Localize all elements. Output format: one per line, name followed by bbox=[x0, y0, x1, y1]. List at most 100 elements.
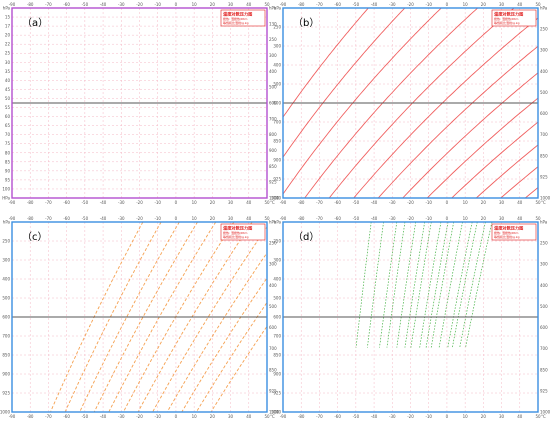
x-axis-tick-label: 50 bbox=[264, 2, 270, 7]
moist-adiabat-line bbox=[108, 222, 217, 412]
moist-adiabat-line bbox=[93, 222, 198, 412]
x-axis-tick-label: -90 bbox=[280, 2, 287, 7]
x-axis-tick-label: -90 bbox=[9, 2, 16, 7]
legend-line: 绝热: 湿绝热/Dtm bbox=[223, 16, 247, 21]
x-axis-tick-label: 50 bbox=[264, 200, 270, 205]
y-axis-tick-label: 300 bbox=[273, 258, 281, 263]
y-axis-tick-label: 1000 bbox=[269, 410, 280, 415]
x-axis-tick-label: 50 bbox=[535, 414, 541, 419]
x-axis-tick-label: -20 bbox=[136, 414, 143, 419]
panel-label: （a） bbox=[22, 17, 48, 29]
x-axis-tick-label: -30 bbox=[389, 216, 396, 221]
y-axis-tick-label: 700 bbox=[2, 334, 10, 339]
y-axis-tick-label: 500 bbox=[269, 85, 277, 90]
chart-panel-2: hPa2503004005006007008509009251000hPa250… bbox=[271, 2, 551, 205]
x-axis-tick-label: -80 bbox=[298, 2, 305, 7]
x-axis-unit: °C bbox=[541, 200, 546, 205]
y-axis-tick-label: 800 bbox=[269, 132, 277, 137]
legend-title: 温度对数压力图 bbox=[223, 11, 252, 18]
legend-title: 温度对数压力图 bbox=[494, 225, 523, 232]
y-axis-tick-label: 95 bbox=[5, 177, 11, 182]
panel-frame bbox=[282, 7, 539, 199]
moist-adiabat-line bbox=[166, 252, 267, 412]
dry-adiabat-line bbox=[283, 8, 369, 118]
y-axis-tick-label: 20 bbox=[5, 33, 11, 38]
x-axis-tick-label: -60 bbox=[334, 216, 341, 221]
x-axis-tick-label: -60 bbox=[63, 216, 70, 221]
legend-line: 等饱和比湿线/g·kg bbox=[494, 20, 520, 25]
legend-line: 绝热: 湿绝热/Dtm bbox=[223, 230, 247, 235]
y-axis-tick-label: 850 bbox=[540, 367, 548, 372]
x-axis-tick-label: -20 bbox=[407, 2, 414, 7]
x-axis-tick-label: -40 bbox=[371, 200, 378, 205]
x-axis-tick-label: -90 bbox=[280, 200, 287, 205]
x-axis-tick-label: -40 bbox=[100, 2, 107, 7]
y-axis-tick-label: hPa bbox=[274, 6, 282, 11]
x-axis-tick-label: 10 bbox=[192, 216, 198, 221]
y-axis-tick-label: 300 bbox=[540, 262, 548, 267]
y-axis-tick-label: 850 bbox=[273, 139, 281, 144]
moist-adiabat-line bbox=[137, 222, 253, 412]
dry-adiabat-line bbox=[402, 72, 538, 198]
panel-frame bbox=[282, 221, 539, 413]
x-axis-tick-label: -80 bbox=[298, 200, 305, 205]
y-axis-tick-label: 925 bbox=[269, 180, 277, 185]
y-axis-tick-label: 500 bbox=[273, 82, 281, 87]
x-axis-tick-label: -10 bbox=[154, 200, 161, 205]
y-axis-tick-label: 30 bbox=[5, 60, 11, 65]
y-axis-tick-label: 250 bbox=[269, 37, 277, 42]
legend-title: 温度对数压力图 bbox=[494, 11, 523, 18]
x-axis-tick-label: 10 bbox=[192, 200, 198, 205]
y-axis-tick-label: 925 bbox=[540, 174, 548, 179]
y-axis-tick-label: 700 bbox=[269, 116, 277, 121]
x-axis-tick-label: 40 bbox=[246, 2, 252, 7]
x-axis-tick-label: -50 bbox=[353, 216, 360, 221]
x-axis-tick-label: -30 bbox=[118, 414, 125, 419]
x-axis-tick-label: -60 bbox=[63, 200, 70, 205]
moist-adiabat-line bbox=[181, 277, 267, 412]
y-axis-tick-label: 850 bbox=[269, 164, 277, 169]
x-axis-tick-label: -90 bbox=[9, 414, 16, 419]
y-axis-tick-label: 400 bbox=[273, 63, 281, 68]
x-axis-tick-label: -50 bbox=[353, 414, 360, 419]
x-axis-unit: °C bbox=[541, 414, 546, 419]
legend-frame bbox=[220, 9, 266, 27]
x-axis-tick-label: -30 bbox=[118, 216, 125, 221]
x-axis-tick-label: -80 bbox=[27, 414, 34, 419]
x-axis-tick-label: 50 bbox=[535, 200, 541, 205]
y-axis-tick-label: 400 bbox=[540, 69, 548, 74]
y-axis-tick-label: 925 bbox=[273, 177, 281, 182]
y-axis-tick-label: 600 bbox=[2, 315, 10, 320]
panel-label: （c） bbox=[22, 231, 48, 243]
x-axis-tick-label: -60 bbox=[63, 2, 70, 7]
y-axis-tick-label: 600 bbox=[269, 101, 277, 106]
x-axis-tick-label: -60 bbox=[334, 414, 341, 419]
y-axis-tick-label: 925 bbox=[2, 391, 10, 396]
y-axis-tick-label: 300 bbox=[273, 44, 281, 49]
x-axis-tick-label: 40 bbox=[517, 2, 523, 7]
x-axis-tick-label: -20 bbox=[407, 200, 414, 205]
y-axis-tick-label: 100 bbox=[2, 186, 10, 191]
y-axis-tick-label: 130 bbox=[269, 21, 277, 26]
dry-adiabat-line bbox=[451, 121, 538, 198]
y-axis-tick-label: 250 bbox=[273, 25, 281, 30]
legend-line: 等饱和比湿线/g·kg bbox=[223, 234, 249, 239]
legend-frame bbox=[491, 9, 537, 27]
y-axis-tick-label: 1000 bbox=[269, 196, 280, 201]
y-axis-tick-label: 700 bbox=[540, 132, 548, 137]
y-axis-tick-label: 600 bbox=[273, 315, 281, 320]
y-axis-tick-label: 400 bbox=[273, 277, 281, 282]
y-axis-tick-label: 400 bbox=[269, 283, 277, 288]
dry-adiabat-line bbox=[283, 8, 406, 158]
x-axis-tick-label: 20 bbox=[481, 2, 487, 7]
x-axis-tick-label: 0 bbox=[446, 200, 449, 205]
y-axis-tick-label: 80 bbox=[5, 150, 11, 155]
x-axis-tick-label: -70 bbox=[316, 200, 323, 205]
x-axis-tick-label: -40 bbox=[371, 216, 378, 221]
y-axis-tick-label: 850 bbox=[2, 353, 10, 358]
x-axis-tick-label: 30 bbox=[228, 414, 234, 419]
y-axis-tick-label: 90 bbox=[5, 168, 11, 173]
y-axis-tick-label: 400 bbox=[269, 69, 277, 74]
legend-line: 绝热: 湿绝热/Dtm bbox=[494, 16, 518, 21]
